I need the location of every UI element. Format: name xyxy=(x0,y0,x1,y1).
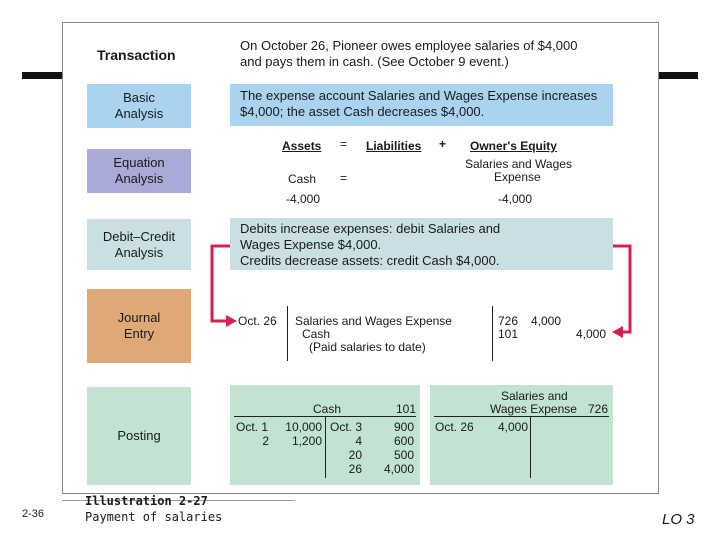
cash-left-date-2: 2 xyxy=(262,434,269,448)
journal-explanation: (Paid salaries to date) xyxy=(309,340,426,354)
journal-credit-account: Cash xyxy=(302,327,331,341)
swe-t-account: Salaries and Wages Expense 726 Oct. 26 4… xyxy=(430,385,613,485)
cash-right-amount-4: 4,000 xyxy=(383,462,414,476)
equation-swe-amount: -4,000 xyxy=(498,192,533,206)
basic-analysis-label-line1: Basic xyxy=(123,90,155,105)
cash-account-title: Cash xyxy=(313,402,342,416)
debit-credit-label-line1: Debit–Credit xyxy=(102,228,176,244)
equation-liabilities-heading: Liabilities xyxy=(366,139,422,153)
transaction-text-line2: and pays them in cash. (See October 9 ev… xyxy=(240,54,509,69)
basic-analysis-label-line2: Analysis xyxy=(114,106,164,121)
cash-right-date-4: 26 xyxy=(348,462,362,476)
basic-analysis-label: Basic Analysis xyxy=(87,84,191,128)
cash-right-date-1: Oct. 3 xyxy=(330,420,363,434)
swe-left-amount: 4,000 xyxy=(497,420,528,434)
swe-account-number: 726 xyxy=(588,402,609,416)
caption-title: Illustration 2-27 xyxy=(85,494,208,508)
debit-credit-analysis-label: Debit–Credit Analysis xyxy=(87,219,191,270)
cash-t-divider xyxy=(325,416,326,478)
transaction-text-line1: On October 26, Pioneer owes employee sal… xyxy=(240,38,578,53)
equation-equals-1: = xyxy=(340,137,348,151)
right-arrow-line xyxy=(613,244,632,334)
journal-entry-label-line2: Entry xyxy=(123,326,155,341)
debit-credit-line2: Wages Expense $4,000. xyxy=(240,237,382,252)
swe-t-top-line xyxy=(434,416,609,417)
transaction-label: Transaction xyxy=(97,47,176,63)
cash-t-account: Cash 101 Oct. 1 2 10,000 1,200 Oct. 3 4 … xyxy=(230,385,420,485)
basic-analysis-text-line2: $4,000; the asset Cash decreases $4,000. xyxy=(240,104,485,119)
left-arrow-line xyxy=(210,244,230,323)
cash-left-amount-2: 1,200 xyxy=(291,434,322,448)
cash-left-amount-1: 10,000 xyxy=(285,420,322,434)
swe-account-title-line2: Wages Expense xyxy=(490,402,577,416)
debit-credit-line3: Credits decrease assets: credit Cash $4,… xyxy=(240,253,500,268)
journal-debit-ref: 726 xyxy=(498,314,519,328)
left-arrow-head xyxy=(226,315,237,327)
swe-left-date: Oct. 26 xyxy=(435,420,474,434)
cash-right-amount-2: 600 xyxy=(393,434,414,448)
posting-label: Posting xyxy=(87,387,191,485)
equation-swe-line1: Salaries and Wages xyxy=(465,157,572,171)
equation-assets-heading: Assets xyxy=(282,139,322,153)
journal-entry-label: Journal Entry xyxy=(87,289,191,363)
journal-divider-1 xyxy=(287,306,288,361)
cash-right-amount-1: 900 xyxy=(393,420,414,434)
equation-cash-label: Cash xyxy=(288,172,317,186)
transaction-text: On October 26, Pioneer owes employee sal… xyxy=(240,38,577,70)
journal-entry-label-line1: Journal xyxy=(117,310,161,325)
journal-debit-amount: 4,000 xyxy=(531,314,562,328)
equation-analysis-label-line1: Equation xyxy=(113,155,165,170)
cash-right-amount-3: 500 xyxy=(393,448,414,462)
swe-account-title-line1: Salaries and xyxy=(501,389,568,403)
equation-owners-equity-heading: Owner's Equity xyxy=(470,139,557,153)
equation-plus: + xyxy=(439,137,447,151)
cash-account-number: 101 xyxy=(396,402,417,416)
caption-subtitle: Payment of salaries xyxy=(85,510,223,524)
page-number: 2-36 xyxy=(22,508,45,520)
equation-analysis-label: Equation Analysis xyxy=(87,149,191,193)
equation-cash-amount: -4,000 xyxy=(286,192,321,206)
learning-objective: LO 3 xyxy=(662,511,695,528)
basic-analysis-text-line1: The expense account Salaries and Wages E… xyxy=(240,88,598,103)
cash-right-date-3: 20 xyxy=(348,448,362,462)
debit-credit-line1: Debits increase expenses: debit Salaries… xyxy=(240,221,501,236)
journal-credit-ref: 101 xyxy=(498,327,519,341)
basic-analysis-box: The expense account Salaries and Wages E… xyxy=(230,84,613,126)
equation-equals-2: = xyxy=(340,171,348,185)
journal-debit-account: Salaries and Wages Expense xyxy=(295,314,452,328)
swe-t-divider xyxy=(530,416,531,478)
left-accent-bar xyxy=(22,72,63,79)
debit-credit-box: Debits increase expenses: debit Salaries… xyxy=(230,218,613,270)
posting-label-text: Posting xyxy=(117,428,161,443)
cash-left-date-1: Oct. 1 xyxy=(236,420,269,434)
debit-credit-label-line2: Analysis xyxy=(114,244,164,260)
cash-right-date-2: 4 xyxy=(355,434,362,448)
right-arrow-head xyxy=(612,326,623,338)
equation-analysis-label-line2: Analysis xyxy=(114,171,164,186)
right-accent-bar xyxy=(657,72,698,79)
caption-rule xyxy=(62,500,295,501)
equation-swe-line2: Expense xyxy=(494,170,541,184)
journal-credit-amount: 4,000 xyxy=(576,327,607,341)
journal-divider-2 xyxy=(492,306,493,361)
journal-date: Oct. 26 xyxy=(238,314,277,328)
